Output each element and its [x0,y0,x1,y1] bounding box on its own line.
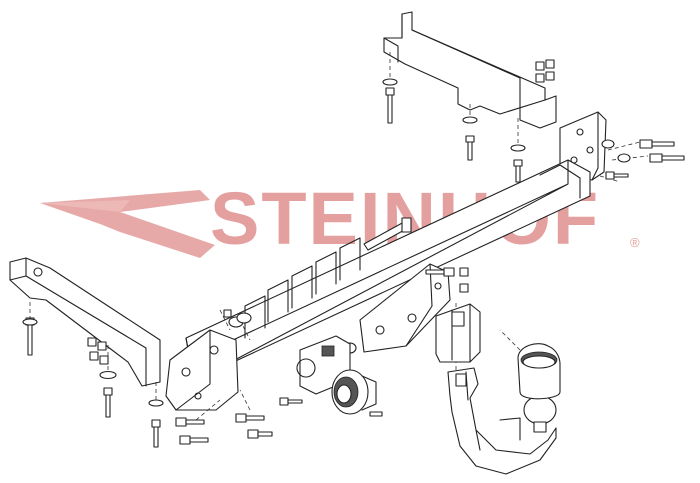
long-diagonal-bolt [363,217,412,251]
neck-mount-housing [435,303,481,363]
registered-mark: ® [630,235,640,250]
left-chassis-plate [165,329,239,411]
ball-cover [517,343,561,400]
tow-ball [523,395,557,433]
nuts [87,59,555,365]
bolts-right-horizontal [425,139,685,277]
electrical-socket [331,369,383,417]
bolts-lower-horizontal [175,397,303,445]
right-side-bracket [383,11,557,129]
bolts-right-vertical [385,87,523,183]
left-side-bracket [9,257,161,387]
center-mount-bracket [359,263,451,353]
tow-ball-neck [447,367,557,475]
